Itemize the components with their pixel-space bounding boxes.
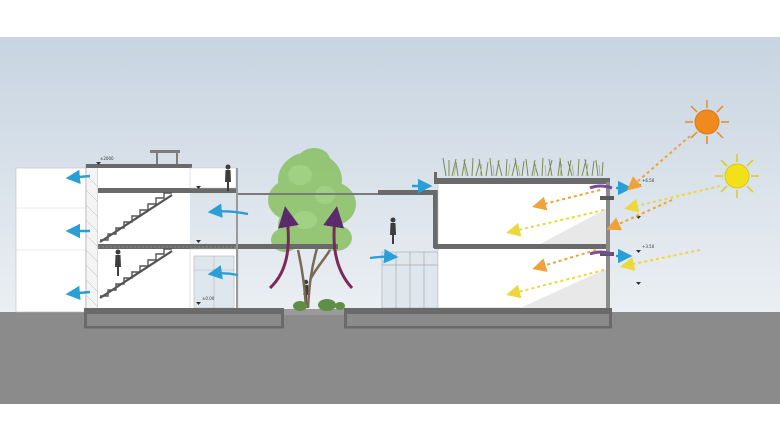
sun-icon: [685, 100, 729, 144]
level-markers-left: ±2000 ±0.00: [96, 156, 215, 305]
level-label: +3.50: [642, 244, 655, 249]
left-building: [15, 150, 309, 329]
level-label: ±2000: [100, 156, 114, 161]
roof-garden: [442, 157, 604, 177]
sun-rays-orange: [532, 135, 691, 272]
stack-effect-arrows: [268, 206, 354, 290]
level-label: ±0.00: [202, 296, 215, 301]
sun-rays-yellow: [506, 185, 721, 299]
ground: [0, 312, 780, 404]
level-label: +6.50: [642, 178, 655, 183]
sun-icon: [715, 154, 759, 198]
